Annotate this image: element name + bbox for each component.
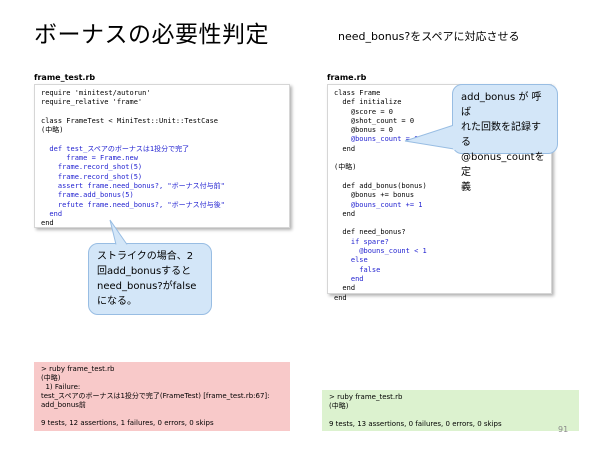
code-line: (中略) xyxy=(334,163,357,172)
code-line: @score = 0 xyxy=(334,107,394,116)
code-line: end xyxy=(334,274,364,283)
code-line: def initialize xyxy=(334,98,402,107)
result-line: 9 tests, 12 assertions, 1 failures, 0 er… xyxy=(41,419,214,427)
code-line: if spare? xyxy=(334,237,389,246)
result-line: 9 tests, 13 assertions, 0 failures, 0 er… xyxy=(329,420,502,428)
code-line: end xyxy=(334,209,356,218)
callout-line: 義 xyxy=(461,182,471,193)
right-file-label: frame.rb xyxy=(327,73,367,82)
code-line: @bouns_count < 1 xyxy=(334,247,427,256)
right-callout-pointer xyxy=(404,124,455,150)
code-line: require 'minitest/autorun' xyxy=(41,89,151,97)
result-line: test_スペアのボーナスは1投分で完了(FrameTest) [frame_t… xyxy=(41,392,270,400)
code-line: assert frame.need_bonus?, "ボーナス付与前" xyxy=(41,181,225,190)
code-line: (中略) xyxy=(41,126,64,135)
code-line xyxy=(334,219,545,228)
code-line: @bonus += bonus xyxy=(334,191,415,200)
result-line: add_bonus前 xyxy=(41,401,86,409)
code-line: false xyxy=(334,265,381,274)
code-line: def need_bonus? xyxy=(334,228,406,237)
callout-line: 回add_bonusすると xyxy=(97,266,192,277)
code-line: def add_bonus(bonus) xyxy=(334,181,427,190)
slide-subtitle: need_bonus?をスペアに対応させる xyxy=(338,30,520,43)
code-line: frame.record_shot(5) xyxy=(41,163,143,172)
left-callout: ストライクの場合、2 回add_bonusすると need_bonus?がfalse… xyxy=(88,219,212,315)
result-line xyxy=(329,411,572,420)
code-line: frame.record_shot(5) xyxy=(41,172,143,181)
left-callout-pointer xyxy=(109,219,128,247)
right-callout: add_bonus が 呼 ばれた回数を記録する @bonus_countを定義 xyxy=(404,84,558,193)
code-line: @bouns_count += 1 xyxy=(334,200,423,209)
fail-result: > ruby frame_test.rb(中略) 1) Failure:test… xyxy=(34,362,290,431)
callout-line: になる。 xyxy=(97,296,137,307)
code-line: class FrameTest < MiniTest::Unit::TestCa… xyxy=(41,116,219,125)
code-line: frame.add_bonus(5) xyxy=(41,191,134,200)
code-line: end xyxy=(334,144,356,153)
code-line: class Frame xyxy=(334,89,381,97)
result-line: > ruby frame_test.rb xyxy=(329,393,403,401)
result-line: > ruby frame_test.rb xyxy=(41,365,115,373)
slide-title: ボーナスの必要性判定 xyxy=(34,22,269,48)
page-number: 91 xyxy=(558,425,569,434)
result-line: (中略) xyxy=(41,374,61,382)
callout-line: ストライクの場合、2 xyxy=(97,251,194,262)
callout-line: need_bonus?がfalse xyxy=(97,281,197,292)
result-line xyxy=(41,410,283,419)
code-line: require_relative 'frame' xyxy=(41,98,143,107)
result-line: (中略) xyxy=(329,402,349,410)
callout-line: @bonus_countを定 xyxy=(461,152,545,178)
left-file-label: frame_test.rb xyxy=(34,73,96,82)
code-line: end xyxy=(41,219,54,228)
code-line: def test_スペアのボーナスは1投分で完了 xyxy=(41,144,190,153)
result-line: 1) Failure: xyxy=(41,383,81,391)
left-code-panel: require 'minitest/autorun'require_relati… xyxy=(34,84,290,228)
code-line xyxy=(41,135,283,144)
code-line: refute frame.need_bonus?, "ボーナス付与後" xyxy=(41,200,225,209)
code-line: end xyxy=(334,284,356,293)
code-line: frame = Frame.new xyxy=(41,154,138,163)
code-line: end xyxy=(41,209,63,218)
callout-line: add_bonus が 呼 ば xyxy=(461,92,542,118)
code-line: end xyxy=(334,293,347,302)
code-line: @shot_count = 0 xyxy=(334,116,415,125)
code-line: @bonus = 0 xyxy=(334,126,394,135)
callout-line: れた回数を記録する xyxy=(461,122,541,148)
pass-result: > ruby frame_test.rb(中略) 9 tests, 13 asse… xyxy=(322,390,579,431)
code-line: else xyxy=(334,256,368,265)
code-line xyxy=(41,108,283,117)
